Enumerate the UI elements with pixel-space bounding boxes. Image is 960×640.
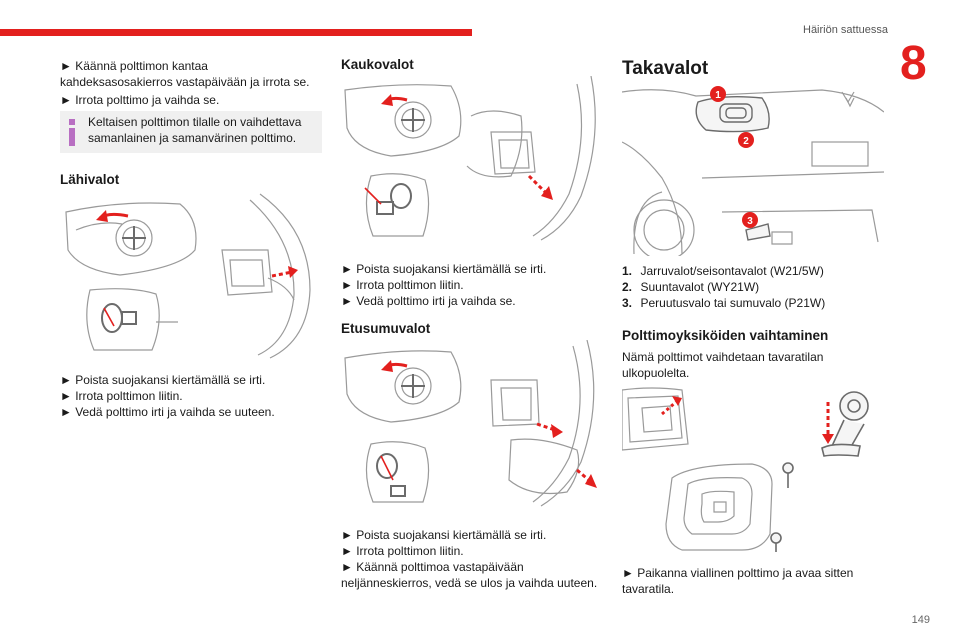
highbeam-illustration bbox=[344, 76, 596, 241]
legend-text-1: Jarruvalot/seisontavalot (W21/5W) bbox=[640, 264, 824, 278]
fog-title: Etusumuvalot bbox=[341, 321, 431, 336]
fog-step-1: ► Poista suojakansi kiertämällä se irti. bbox=[341, 528, 547, 542]
info-icon bbox=[69, 119, 75, 146]
replace-text: Nämä polttimot vaihdetaan tavaratilan ul… bbox=[622, 350, 824, 380]
fog-step-2: ► Irrota polttimon liitin. bbox=[341, 544, 464, 558]
taillights-illustration: 1 2 3 bbox=[622, 86, 884, 256]
page-number: 149 bbox=[911, 614, 930, 626]
highbeam-step-2: ► Irrota polttimon liitin. bbox=[341, 278, 464, 292]
fog-step-3: ► Käännä polttimoa vastapäivään neljänne… bbox=[341, 560, 598, 590]
lowbeam-title: Lähivalot bbox=[60, 172, 120, 187]
info-box: Keltaisen polttimon tilalle on vaihdetta… bbox=[60, 111, 322, 153]
chapter-number: 8 bbox=[900, 37, 927, 90]
bulb-replacement-illustration bbox=[622, 387, 869, 552]
legend-row-3: 3. Peruutusvalo tai sumuvalo (P21W) bbox=[622, 294, 884, 312]
legend-text-2: Suuntavalot (WY21W) bbox=[640, 280, 760, 294]
info-text: Keltaisen polttimon tilalle on vaihdetta… bbox=[88, 115, 302, 145]
legend-num-1: 1. bbox=[622, 264, 633, 278]
callout-3: 3 bbox=[747, 216, 753, 227]
intro-step-1: ► Käännä polttimon kantaa kahdeksasosaki… bbox=[60, 59, 310, 89]
lowbeam-step-2: ► Irrota polttimon liitin. bbox=[60, 389, 183, 403]
lowbeam-step-3: ► Vedä polttimo irti ja vaihda se uuteen… bbox=[60, 405, 275, 419]
callout-2-icon bbox=[738, 132, 754, 148]
legend-row-1: 1. Jarruvalot/seisontavalot (W21/5W) bbox=[622, 262, 884, 280]
callout-1: 1 bbox=[715, 90, 721, 101]
callout-3-icon bbox=[742, 212, 758, 228]
legend-num-3: 3. bbox=[622, 296, 633, 310]
lowbeam-step-1: ► Poista suojakansi kiertämällä se irti. bbox=[60, 373, 266, 387]
intro-step-2: ► Irrota polttimo ja vaihda se. bbox=[60, 93, 220, 107]
legend-row-2: 2. Suuntavalot (WY21W) bbox=[622, 278, 884, 296]
highbeam-step-3: ► Vedä polttimo irti ja vaihda se. bbox=[341, 294, 516, 308]
highbeam-step-1: ► Poista suojakansi kiertämällä se irti. bbox=[341, 262, 547, 276]
foglight-illustration bbox=[344, 340, 597, 507]
replace-step: ► Paikanna viallinen polttimo ja avaa si… bbox=[622, 566, 854, 596]
callout-1-icon bbox=[710, 86, 726, 102]
callout-2: 2 bbox=[743, 136, 749, 147]
replace-title: Polttimoyksiköiden vaihtaminen bbox=[622, 328, 829, 343]
highbeam-title: Kaukovalot bbox=[341, 57, 414, 72]
legend-text-3: Peruutusvalo tai sumuvalo (P21W) bbox=[640, 296, 826, 310]
legend-num-2: 2. bbox=[622, 280, 633, 294]
header-accent-bar bbox=[0, 29, 472, 36]
lowbeam-illustration bbox=[65, 193, 311, 359]
section-header: Häiriön sattuessa bbox=[803, 24, 888, 36]
taillights-title: Takavalot bbox=[622, 58, 709, 79]
